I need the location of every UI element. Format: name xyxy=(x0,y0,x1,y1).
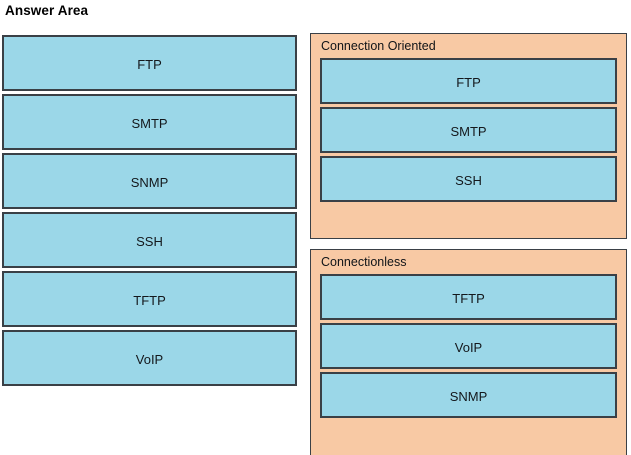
tile-label: VoIP xyxy=(454,339,483,355)
drop-zone-slot-list: TFTP VoIP SNMP xyxy=(320,274,617,418)
dropped-tile[interactable]: TFTP xyxy=(320,274,617,320)
tile-label: SMTP xyxy=(450,123,487,139)
tile-label: SNMP xyxy=(449,388,488,404)
draggable-tile[interactable]: SMTP xyxy=(2,94,297,150)
tile-label: SNMP xyxy=(130,174,169,190)
dropped-tile[interactable]: FTP xyxy=(320,58,617,104)
tile-label: SSH xyxy=(136,233,163,249)
drop-zone-title: Connectionless xyxy=(321,255,407,269)
page-title: Answer Area xyxy=(5,3,89,18)
tile-label: TFTP xyxy=(452,290,485,306)
dropped-tile[interactable]: VoIP xyxy=(320,323,617,369)
draggable-tile[interactable]: SNMP xyxy=(2,153,297,209)
drop-zone-slot-list: FTP SMTP SSH xyxy=(320,58,617,202)
tile-label: SMTP xyxy=(131,115,168,131)
dropped-tile[interactable]: SSH xyxy=(320,156,617,202)
tile-label: FTP xyxy=(137,56,162,72)
drop-zone-connection-oriented[interactable]: Connection Oriented FTP SMTP SSH xyxy=(310,33,627,239)
dropped-tile[interactable]: SMTP xyxy=(320,107,617,153)
draggable-tile[interactable]: TFTP xyxy=(2,271,297,327)
draggable-tile[interactable]: VoIP xyxy=(2,330,297,386)
dropped-tile[interactable]: SNMP xyxy=(320,372,617,418)
tile-label: FTP xyxy=(456,74,481,90)
tile-label: SSH xyxy=(455,172,482,188)
tile-label: TFTP xyxy=(133,292,166,308)
drop-zone-title: Connection Oriented xyxy=(321,39,436,53)
draggable-tile[interactable]: FTP xyxy=(2,35,297,91)
draggable-tile[interactable]: SSH xyxy=(2,212,297,268)
tile-label: VoIP xyxy=(135,351,164,367)
drop-zone-connectionless[interactable]: Connectionless TFTP VoIP SNMP xyxy=(310,249,627,455)
source-tile-list: FTP SMTP SNMP SSH TFTP VoIP xyxy=(2,35,297,386)
